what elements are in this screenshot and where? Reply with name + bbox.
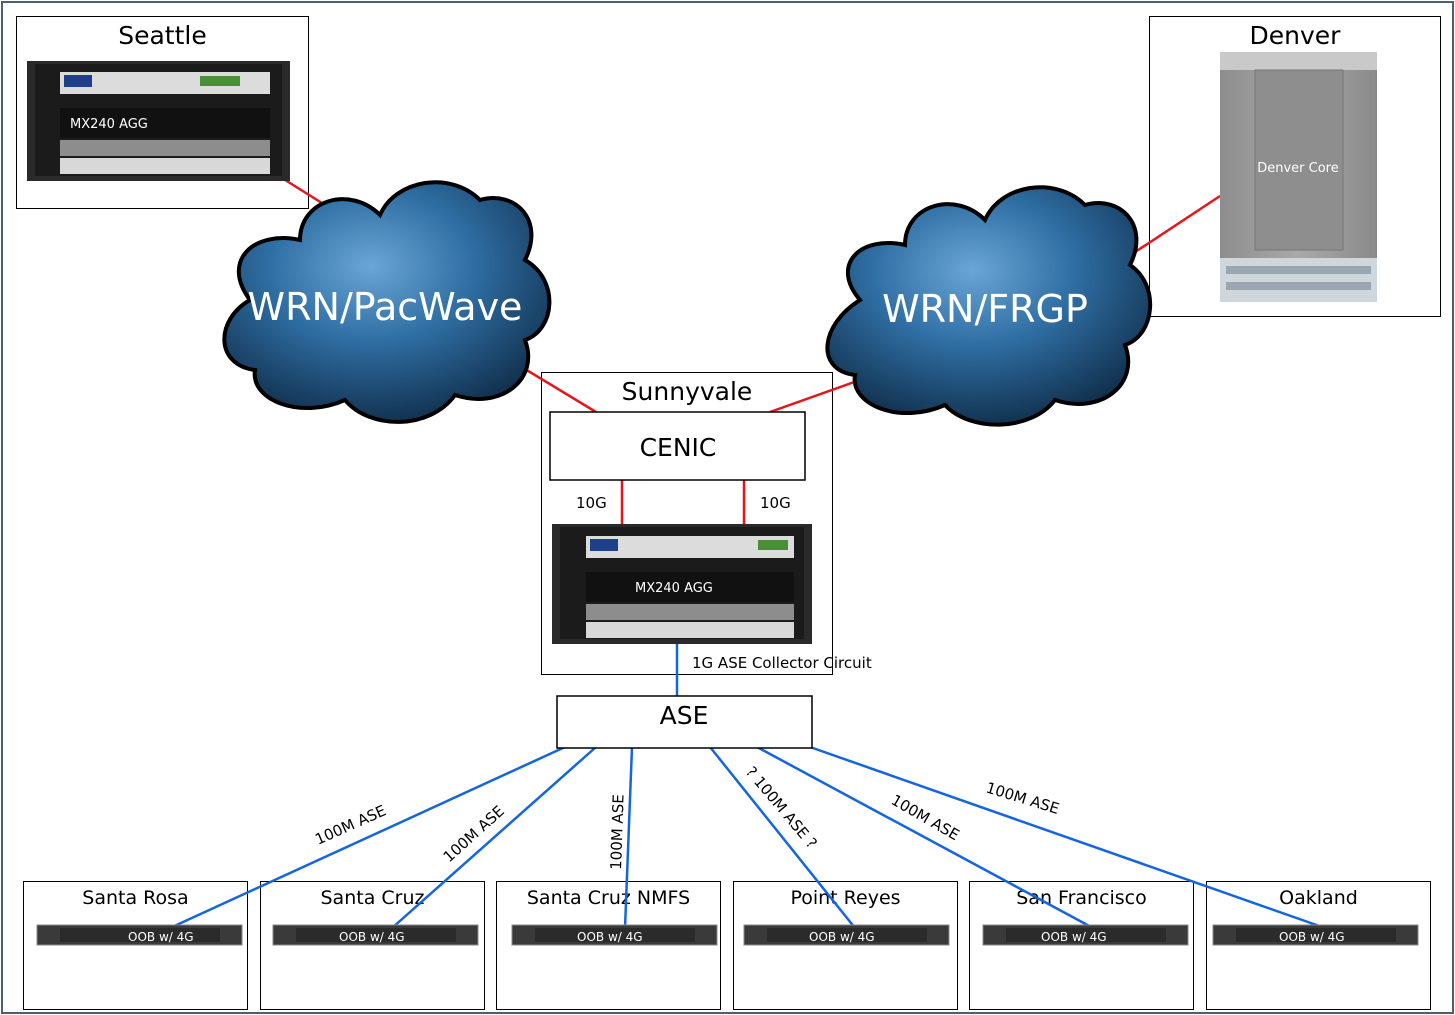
site-name: Santa Rosa bbox=[82, 887, 189, 909]
cloud-frgp: WRN/FRGP bbox=[825, 185, 1153, 427]
cenic-label: CENIC bbox=[640, 433, 717, 462]
link-point-reyes bbox=[709, 746, 856, 929]
oob-device: OOB w/ 4G bbox=[743, 924, 950, 946]
router-denver: Denver Core bbox=[1220, 52, 1377, 302]
oob-device: OOB w/ 4G bbox=[982, 924, 1189, 946]
oob-label: OOB w/ 4G bbox=[339, 930, 405, 944]
site-name: Santa Cruz bbox=[320, 887, 425, 909]
site-name: Oakland bbox=[1279, 887, 1358, 909]
link-pacwave-cenic bbox=[519, 364, 597, 414]
cenic-box bbox=[549, 411, 806, 481]
link-santa-rosa bbox=[169, 745, 566, 930]
site-name: Point Reyes bbox=[790, 887, 901, 909]
oob-device: OOB w/ 4G bbox=[272, 924, 479, 946]
label-collector: 1G ASE Collector Circuit bbox=[692, 654, 872, 672]
oob-label: OOB w/ 4G bbox=[1279, 930, 1345, 944]
router-sunnyvale: MX240 AGG bbox=[552, 524, 812, 644]
router-seattle: MX240 AGG bbox=[27, 61, 290, 181]
cloud-frgp-label: WRN/FRGP bbox=[882, 287, 1088, 331]
cloud-pacwave: WRN/PacWave bbox=[222, 180, 552, 424]
link-san-francisco bbox=[756, 745, 1094, 930]
link-frgp-cenic bbox=[769, 378, 861, 414]
oob-label: OOB w/ 4G bbox=[128, 930, 194, 944]
oob-device: OOB w/ 4G bbox=[511, 924, 718, 946]
link-oakland bbox=[809, 745, 1326, 930]
router-denver-label: Denver Core bbox=[1257, 161, 1339, 176]
site-seattle-title: Seattle bbox=[118, 21, 207, 50]
label-10g-right: 10G bbox=[760, 494, 791, 512]
router-sunnyvale-label: MX240 AGG bbox=[635, 581, 713, 596]
link-santa-cruz bbox=[391, 746, 597, 929]
label-santa-rosa-link: 100M ASE bbox=[312, 801, 388, 848]
oob-label: OOB w/ 4G bbox=[577, 930, 643, 944]
site-sunnyvale-title: Sunnyvale bbox=[621, 377, 753, 406]
ase-box bbox=[556, 695, 813, 749]
site-name: Santa Cruz NMFS bbox=[526, 887, 691, 909]
oob-label: OOB w/ 4G bbox=[809, 930, 875, 944]
router-seattle-label: MX240 AGG bbox=[70, 117, 148, 132]
oob-device: OOB w/ 4G bbox=[1212, 924, 1419, 946]
label-santa-cruz-nmfs-link: 100M ASE bbox=[607, 794, 628, 870]
site-denver-title: Denver bbox=[1249, 21, 1341, 50]
oob-label: OOB w/ 4G bbox=[1041, 930, 1107, 944]
link-santa-cruz-nmfs bbox=[623, 746, 634, 929]
ase-label: ASE bbox=[660, 701, 709, 730]
cloud-pacwave-label: WRN/PacWave bbox=[248, 285, 523, 329]
label-10g-left: 10G bbox=[576, 494, 607, 512]
oob-device: OOB w/ 4G bbox=[36, 924, 243, 946]
access-links bbox=[169, 644, 1326, 930]
